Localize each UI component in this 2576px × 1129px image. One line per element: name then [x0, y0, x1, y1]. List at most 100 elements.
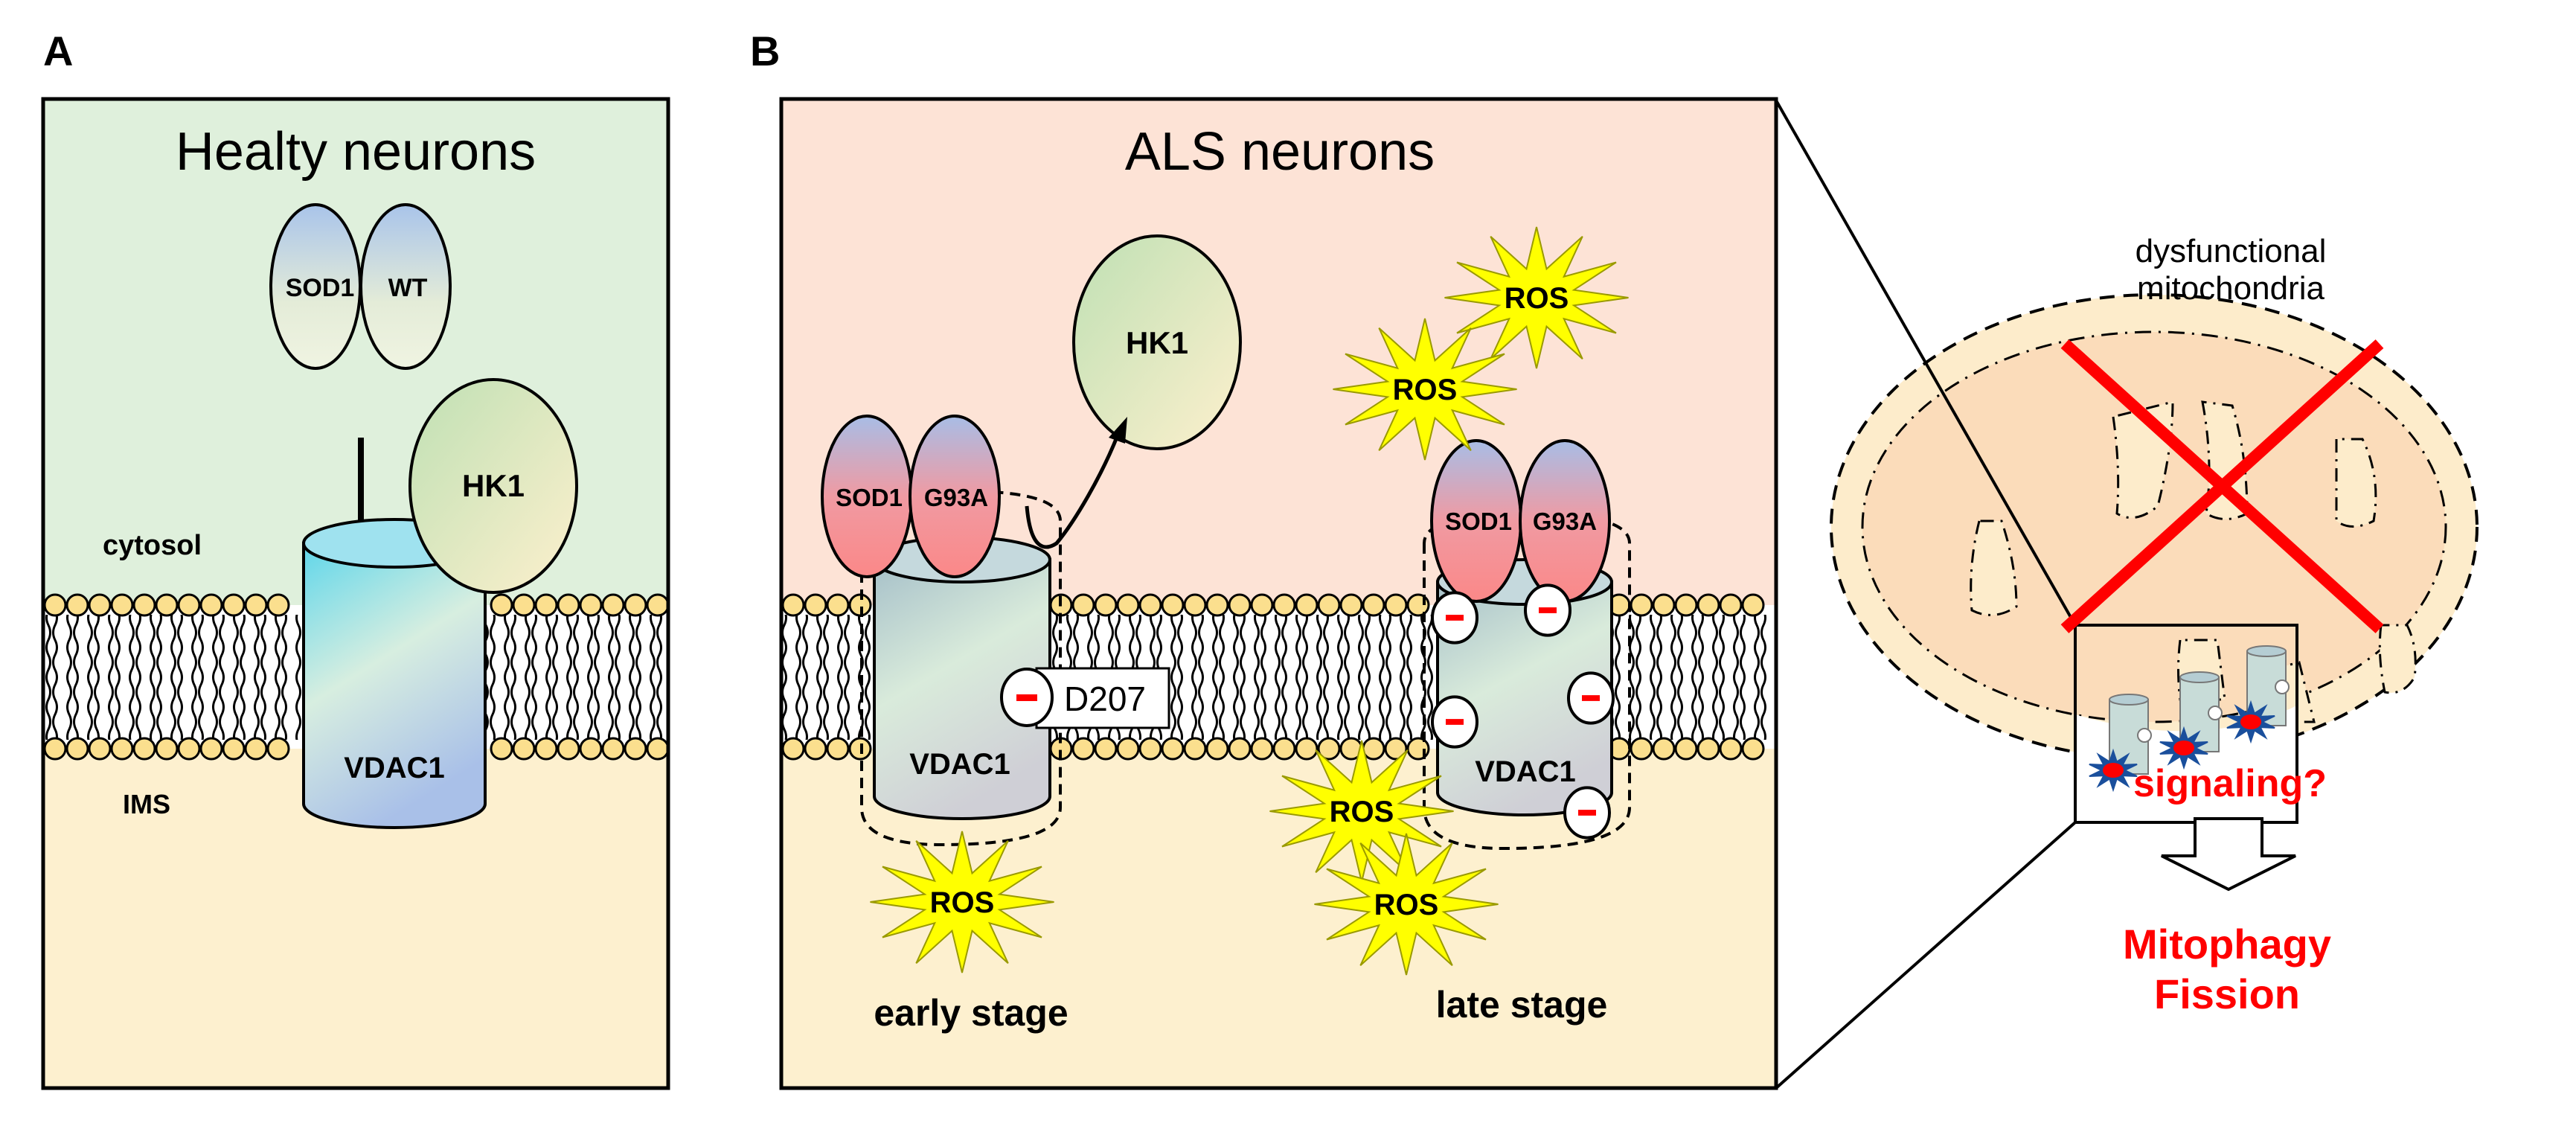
sod1-label: SOD1 [286, 274, 355, 302]
lipid-head [1652, 593, 1676, 617]
zoom-inset [2074, 624, 2298, 824]
lipid-head [1094, 737, 1118, 761]
sod1-early-label: SOD1 [836, 484, 903, 511]
lipid-head [132, 737, 156, 761]
lipid-head [512, 593, 536, 617]
vdac1-early-label: VDAC1 [909, 748, 1010, 781]
lipid-head [1228, 593, 1252, 617]
lipid-head [43, 737, 67, 761]
negative-charge-icon [1539, 607, 1557, 613]
lipid-head [781, 593, 805, 617]
ims-label: IMS [123, 789, 170, 819]
lipid-head [1094, 593, 1118, 617]
lipid-head [1630, 737, 1653, 761]
lipid-head [646, 593, 670, 617]
lipid-head [601, 593, 625, 617]
lipid-head [244, 737, 268, 761]
g93a-early-label: G93A [924, 484, 988, 511]
cytosol-label: cytosol [103, 530, 202, 561]
lipid-head [1741, 593, 1765, 617]
lipid-head [1250, 737, 1274, 761]
ros-star: ROS [1444, 226, 1629, 369]
hk1-bound: HK1 [408, 378, 578, 594]
lipid-head [1317, 737, 1341, 761]
g93a-late-label: G93A [1533, 508, 1597, 535]
sod1-g93a-early: SOD1 G93A [821, 415, 1001, 578]
lipid-head [199, 737, 223, 761]
lipid-head [646, 737, 670, 761]
negative-charge-icon [1582, 695, 1600, 701]
lipid-head [1205, 737, 1229, 761]
lipid-head [1272, 737, 1296, 761]
lipid-head [1696, 593, 1720, 617]
lipid-head [222, 593, 246, 617]
lipid-head [826, 593, 850, 617]
damage-burst-icon [2226, 700, 2275, 744]
lipid-head [1116, 593, 1140, 617]
lipid-head [266, 737, 290, 761]
ros-label: ROS [1505, 282, 1569, 315]
mito-caption-line1: dysfunctional [2136, 233, 2327, 269]
negative-charge-icon [1016, 694, 1037, 701]
ros-star-icon [1314, 833, 1499, 976]
negative-charge-icon [1446, 719, 1464, 725]
negative-charge-icon [1578, 810, 1596, 816]
hk1-label: HK1 [462, 468, 525, 503]
inset-vdac1 [2226, 645, 2290, 744]
lipid-head [132, 593, 156, 617]
lipid-head [557, 737, 580, 761]
ros-star-icon [1333, 318, 1517, 461]
lipid-head [1071, 737, 1095, 761]
lipid-head [1116, 737, 1140, 761]
lipid-head [1228, 737, 1252, 761]
panel-a-title: Healty neurons [176, 122, 536, 182]
mito-inner-membrane [1861, 330, 2447, 723]
lipid-head [1362, 593, 1385, 617]
panel-a-lipid-heads [43, 593, 670, 761]
lipid-head [1719, 593, 1743, 617]
lipid-head [1719, 737, 1743, 761]
lipid-head [1295, 593, 1319, 617]
lipid-head [110, 737, 134, 761]
lipid-head [155, 593, 179, 617]
down-arrow-icon [2161, 817, 2296, 892]
lipid-head [1205, 593, 1229, 617]
lipid-head [1071, 593, 1095, 617]
dysfunction-cross-icon [2060, 339, 2384, 633]
ros-star: ROS [870, 831, 1054, 973]
negative-charge-icon [2275, 679, 2290, 694]
panel-b-frame [779, 97, 1778, 1090]
negative-charge-icon [2137, 728, 2152, 743]
lipid-head [557, 593, 580, 617]
lipid-head [1272, 593, 1296, 617]
lipid-head [534, 593, 558, 617]
sod1-wt-dimer: SOD1 WT [269, 203, 452, 370]
panel-b-lipid-heads [781, 593, 1765, 761]
lipid-head [490, 593, 513, 617]
lipid-head [1183, 737, 1207, 761]
wt-label: WT [388, 274, 428, 302]
lipid-head [1384, 737, 1408, 761]
panel-a-frame [41, 97, 670, 1090]
lipid-head [512, 737, 536, 761]
ros-label: ROS [930, 886, 995, 919]
lipid-head [65, 737, 89, 761]
panel-b-label: B [750, 28, 780, 74]
ros-star: ROS [1314, 833, 1499, 976]
lipid-head [1674, 737, 1698, 761]
lipid-head [88, 737, 112, 761]
ros-label: ROS [1374, 889, 1439, 921]
lipid-head [1674, 593, 1698, 617]
lipid-head [534, 737, 558, 761]
damage-burst-icon [2089, 748, 2138, 793]
lipid-head [222, 737, 246, 761]
ros-label: ROS [1330, 796, 1394, 828]
lipid-head [490, 737, 513, 761]
lipid-head [1295, 737, 1319, 761]
lipid-head [65, 593, 89, 617]
ros-star: ROS [1333, 318, 1517, 461]
late-stage-label: late stage [1436, 984, 1608, 1026]
lipid-head [781, 737, 805, 761]
